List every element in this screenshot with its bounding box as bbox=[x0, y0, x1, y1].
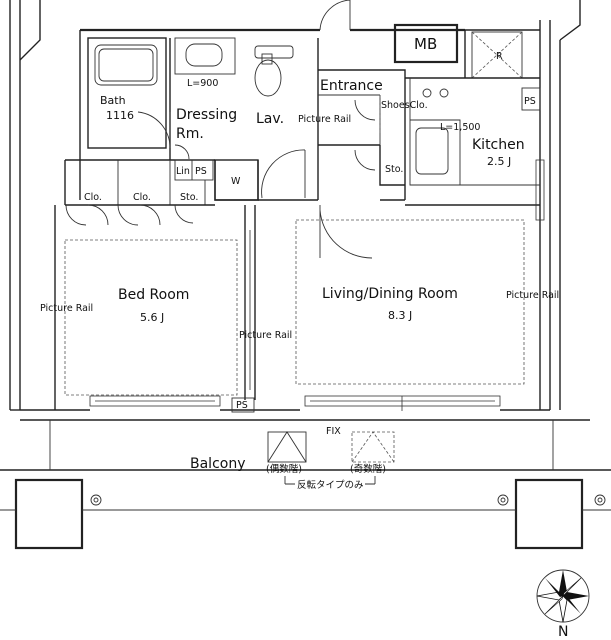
linen-label: Lin bbox=[176, 166, 190, 177]
dashed-guides bbox=[64, 95, 525, 396]
entrance-label: Entrance bbox=[320, 78, 383, 94]
north-label: N bbox=[558, 624, 568, 640]
door-swings bbox=[65, 0, 376, 259]
bottom-ps-label: PS bbox=[236, 400, 248, 411]
fix-label: FIX bbox=[326, 426, 341, 437]
closet-label-2: Clo. bbox=[133, 192, 151, 203]
even-floor-label: (偶数階) bbox=[266, 463, 302, 475]
compass-icon bbox=[536, 569, 590, 623]
outer-walls bbox=[0, 0, 611, 471]
entrance-storage-label: Sto. bbox=[385, 164, 403, 175]
dressing-label-2: Rm. bbox=[176, 126, 204, 142]
entrance-picture-rail: Picture Rail bbox=[298, 114, 351, 125]
linen-ps-label: PS bbox=[195, 166, 207, 177]
kitchen-counter-label: L=1,500 bbox=[440, 122, 480, 133]
reversed-type-note: 反転タイプのみ bbox=[297, 480, 364, 491]
windows bbox=[89, 159, 545, 411]
dressing-label-1: Dressing bbox=[176, 107, 237, 123]
divider-picture-rail: Picture Rail bbox=[239, 330, 292, 341]
kitchen-ps-label: PS bbox=[524, 96, 536, 107]
bedroom-picture-rail: Picture Rail bbox=[40, 303, 93, 314]
living-picture-rail: Picture Rail bbox=[506, 290, 559, 301]
balcony-details bbox=[0, 431, 611, 550]
kitchen-label: Kitchen bbox=[472, 137, 525, 153]
refrigerator-label: R bbox=[496, 51, 503, 62]
odd-floor-label: (奇数階) bbox=[350, 463, 386, 475]
living-size: 8.3 J bbox=[388, 309, 412, 322]
balcony-label: Balcony bbox=[190, 456, 246, 472]
shoes-closet-label: ShoesClo. bbox=[381, 100, 428, 111]
interior-walls bbox=[54, 23, 541, 413]
bedroom-size: 5.6 J bbox=[140, 311, 164, 324]
living-label: Living/Dining Room bbox=[322, 286, 458, 302]
washer-label: W bbox=[231, 176, 241, 187]
kitchen-size: 2.5 J bbox=[487, 155, 511, 168]
bath-size: 1116 bbox=[106, 109, 134, 122]
lav-counter-label: L=900 bbox=[187, 78, 218, 89]
room-labels: Bath 1116 L=900 Dressing Rm. Lav. Entran… bbox=[40, 35, 568, 640]
mb-label: MB bbox=[414, 35, 437, 53]
bedroom-label: Bed Room bbox=[118, 287, 189, 303]
bedroom-storage-label: Sto. bbox=[180, 192, 198, 203]
bath-label: Bath bbox=[100, 94, 126, 107]
lav-label: Lav. bbox=[256, 111, 284, 127]
closet-label-1: Clo. bbox=[84, 192, 102, 203]
